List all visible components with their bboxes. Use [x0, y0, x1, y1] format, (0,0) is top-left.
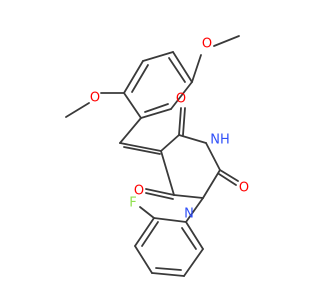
- bond: [123, 60, 144, 94]
- bond: [183, 248, 204, 277]
- bond: [205, 142, 221, 171]
- lower-aromatic-ring: [134, 197, 204, 277]
- bond: [142, 51, 174, 62]
- bond: [123, 92, 142, 119]
- bond: [185, 197, 204, 223]
- bond: [160, 134, 180, 152]
- carbonyl-bond: [182, 107, 186, 136]
- carbonyl-bond: [145, 192, 174, 200]
- bond: [170, 81, 193, 110]
- bond: [178, 134, 207, 144]
- bond: [213, 35, 240, 47]
- bond: [185, 221, 204, 250]
- central-ring: [145, 107, 239, 200]
- methoxy-substituents: [65, 35, 240, 118]
- aromatic-bond-inner: [144, 103, 169, 113]
- oxygen-atom-carbonyl-top: O: [176, 92, 186, 107]
- bond: [140, 108, 172, 119]
- structure-canvas: O O O NH O O N F: [0, 0, 300, 300]
- bond: [139, 206, 155, 219]
- bond: [119, 142, 162, 152]
- carbonyl-bond: [145, 188, 175, 196]
- bond: [202, 169, 221, 199]
- aromatic-bond-inner: [155, 267, 182, 271]
- bond: [119, 117, 142, 144]
- alkene-linker: [119, 117, 162, 155]
- bond: [134, 245, 153, 274]
- bond: [151, 272, 185, 277]
- oxygen-atom-left: O: [90, 91, 100, 106]
- oxygen-atom-carbonyl-left: O: [134, 184, 144, 199]
- background: [0, 0, 300, 300]
- bond: [153, 217, 187, 223]
- bond: [160, 150, 175, 196]
- aromatic-bond-inner: [141, 221, 159, 247]
- bond: [173, 194, 204, 199]
- aromatic-bond-inner: [181, 227, 197, 250]
- bond: [65, 102, 90, 118]
- bond: [172, 51, 193, 83]
- chemical-structure: O O O NH O O N F: [0, 0, 300, 300]
- bond: [191, 54, 202, 83]
- bond: [134, 217, 155, 247]
- nitrogen-atom: N: [184, 207, 194, 222]
- oxygen-atom-top: O: [202, 37, 212, 52]
- aromatic-bond-inner: [168, 57, 186, 83]
- upper-aromatic-ring: [123, 51, 193, 119]
- carbonyl-bond: [218, 173, 237, 186]
- fluorine-atom: F: [129, 196, 136, 211]
- carbonyl-bond: [219, 169, 239, 182]
- bond: [123, 146, 161, 155]
- carbonyl-bond: [178, 107, 182, 136]
- aromatic-bond-inner: [131, 64, 149, 93]
- oxygen-atom-carbonyl-right: O: [239, 181, 249, 196]
- nh-atom: NH: [210, 133, 230, 148]
